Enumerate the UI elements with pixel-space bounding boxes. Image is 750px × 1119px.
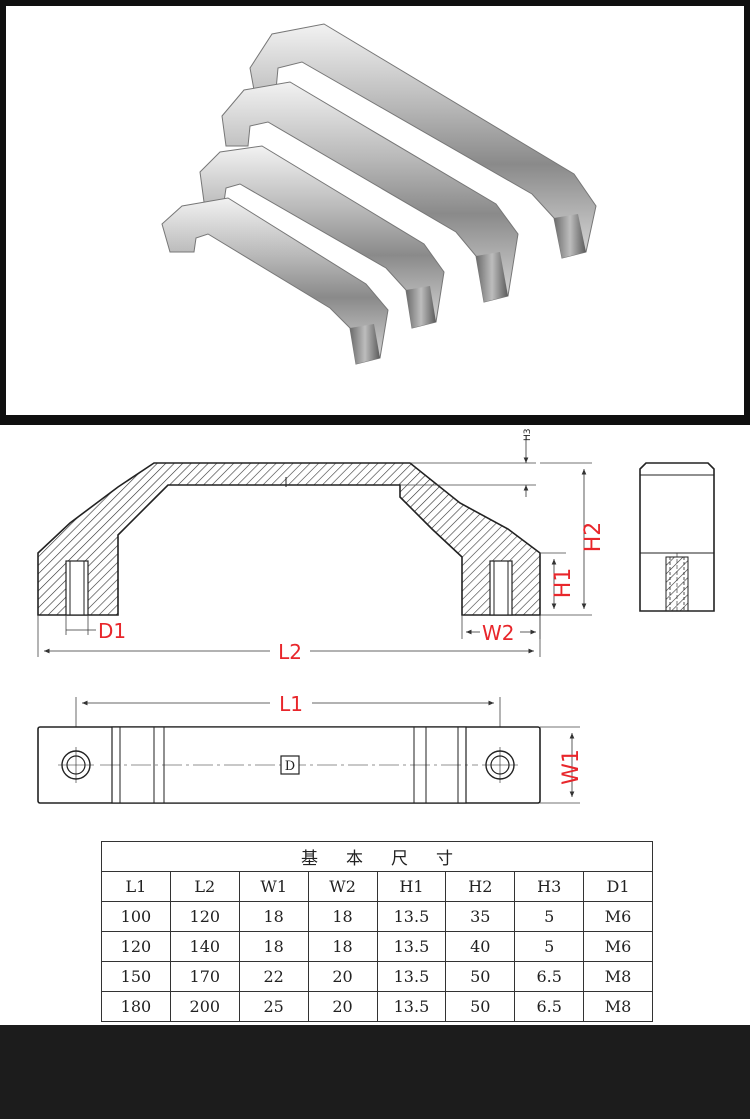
- table-cell: 6.5: [514, 961, 585, 992]
- logo-letter: D: [285, 759, 295, 774]
- table-cell: 6.5: [514, 991, 585, 1022]
- handle-small: [161, 197, 389, 365]
- table-cell: 13.5: [376, 991, 447, 1022]
- table-cell: 170: [169, 961, 240, 992]
- dimension-h1: H1: [540, 552, 576, 609]
- top-view: D: [37, 726, 541, 804]
- table-cell: 140: [169, 931, 240, 962]
- handles-illustration: [161, 23, 597, 365]
- dimension-l1: L1: [75, 692, 501, 737]
- dimension-l2: L2: [37, 615, 541, 664]
- table-cell: 120: [101, 931, 171, 962]
- table-row: 100 120 18 18 13.5 35 5 M6: [101, 901, 653, 932]
- dim-label-h1: H1: [551, 568, 576, 599]
- column-header: L2: [169, 871, 240, 902]
- table-cell: M8: [583, 961, 653, 992]
- dimension-d1: D1: [65, 615, 126, 643]
- table-cell: 180: [101, 991, 171, 1022]
- table-cell: 18: [238, 931, 309, 962]
- table-cell: 120: [169, 901, 240, 932]
- table-row: 180 200 25 20 13.5 50 6.5 M8: [101, 991, 653, 1022]
- table-cell: 5: [514, 901, 585, 932]
- table-cell: 18: [238, 901, 309, 932]
- dim-label-h2: H2: [581, 522, 606, 553]
- side-section-view: [37, 462, 541, 616]
- table-cell: M6: [583, 901, 653, 932]
- dim-label-l2: L2: [278, 640, 302, 664]
- table-cell: 18: [307, 931, 378, 962]
- table-row: 120 140 18 18 13.5 40 5 M6: [101, 931, 653, 962]
- bottom-dark-bar: [0, 1025, 750, 1119]
- table-title-row: 基本尺寸: [101, 841, 653, 872]
- table-row: 150 170 22 20 13.5 50 6.5 M8: [101, 961, 653, 992]
- dimension-h2: H2: [540, 462, 606, 616]
- end-view: [639, 462, 715, 612]
- column-header: W1: [238, 871, 309, 902]
- column-header: H2: [445, 871, 516, 902]
- table-cell: 13.5: [376, 901, 447, 932]
- table-cell: 50: [445, 961, 516, 992]
- dimension-table: 基本尺寸 L1 L2 W1 W2 H1 H2 H3 D1 100 120 18 …: [101, 841, 653, 1022]
- table-cell: 20: [307, 961, 378, 992]
- table-cell: 25: [238, 991, 309, 1022]
- dimension-w1: W1: [540, 726, 584, 804]
- column-header: H3: [514, 871, 585, 902]
- column-header: L1: [101, 871, 171, 902]
- handle-large: [221, 81, 519, 303]
- dim-label-w2: W2: [482, 621, 515, 645]
- dimension-w2: W2: [461, 615, 541, 645]
- table-cell: 35: [445, 901, 516, 932]
- product-photo-frame: [0, 0, 750, 425]
- dimension-h3: H3: [400, 429, 536, 497]
- dim-label-w1: W1: [559, 749, 584, 785]
- table-cell: 5: [514, 931, 585, 962]
- table-cell: 150: [101, 961, 171, 992]
- dim-label-h3: H3: [523, 429, 533, 442]
- table-title: 基本尺寸: [101, 841, 653, 872]
- table-cell: 50: [445, 991, 516, 1022]
- logo-mark: [280, 755, 300, 775]
- table-cell: 200: [169, 991, 240, 1022]
- table-cell: 13.5: [376, 961, 447, 992]
- table-header-row: L1 L2 W1 W2 H1 H2 H3 D1: [101, 871, 653, 902]
- product-photo: [6, 6, 744, 415]
- table-cell: 18: [307, 901, 378, 932]
- column-header: W2: [307, 871, 378, 902]
- table-cell: M8: [583, 991, 653, 1022]
- column-header: H1: [376, 871, 447, 902]
- table-cell: 40: [445, 931, 516, 962]
- column-header: D1: [583, 871, 653, 902]
- table-cell: 22: [238, 961, 309, 992]
- dim-label-l1: L1: [279, 692, 303, 716]
- dim-label-d1: D1: [98, 619, 126, 643]
- table-cell: 13.5: [376, 931, 447, 962]
- technical-drawing: H3 H2 H1 D1 W2 L2: [37, 429, 715, 804]
- table-cell: 20: [307, 991, 378, 1022]
- table-cell: 100: [101, 901, 171, 932]
- table-cell: M6: [583, 931, 653, 962]
- handle-largest: [249, 23, 597, 259]
